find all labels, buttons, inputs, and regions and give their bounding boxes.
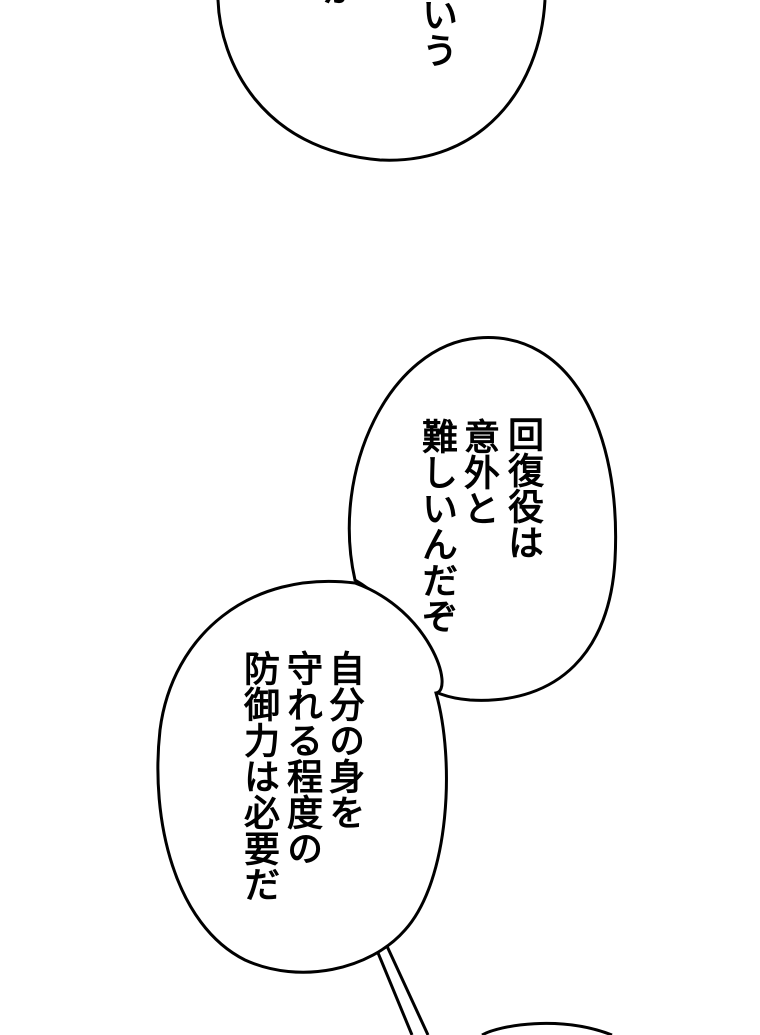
upper-bubble-line-2: 意外と [458,418,499,526]
speech-bubble-tail [374,943,430,1035]
upper-bubble-line-1: 回復役は [502,416,543,560]
top-bubble-line-2: か [316,0,357,6]
speech-bubble-top [216,0,547,162]
lower-bubble-line-3: 防御力は必要だ [238,650,279,902]
lower-bubble-line-2: 守れる程度の [281,650,322,866]
lower-bubble-line-1: 自分の身を [323,650,364,830]
top-bubble-line-1: という [416,0,457,68]
speech-bubble-lower [156,579,448,974]
upper-bubble-line-3: 難しいんだぞ [416,418,457,634]
speech-bubble-bottom-partial [481,1021,613,1035]
